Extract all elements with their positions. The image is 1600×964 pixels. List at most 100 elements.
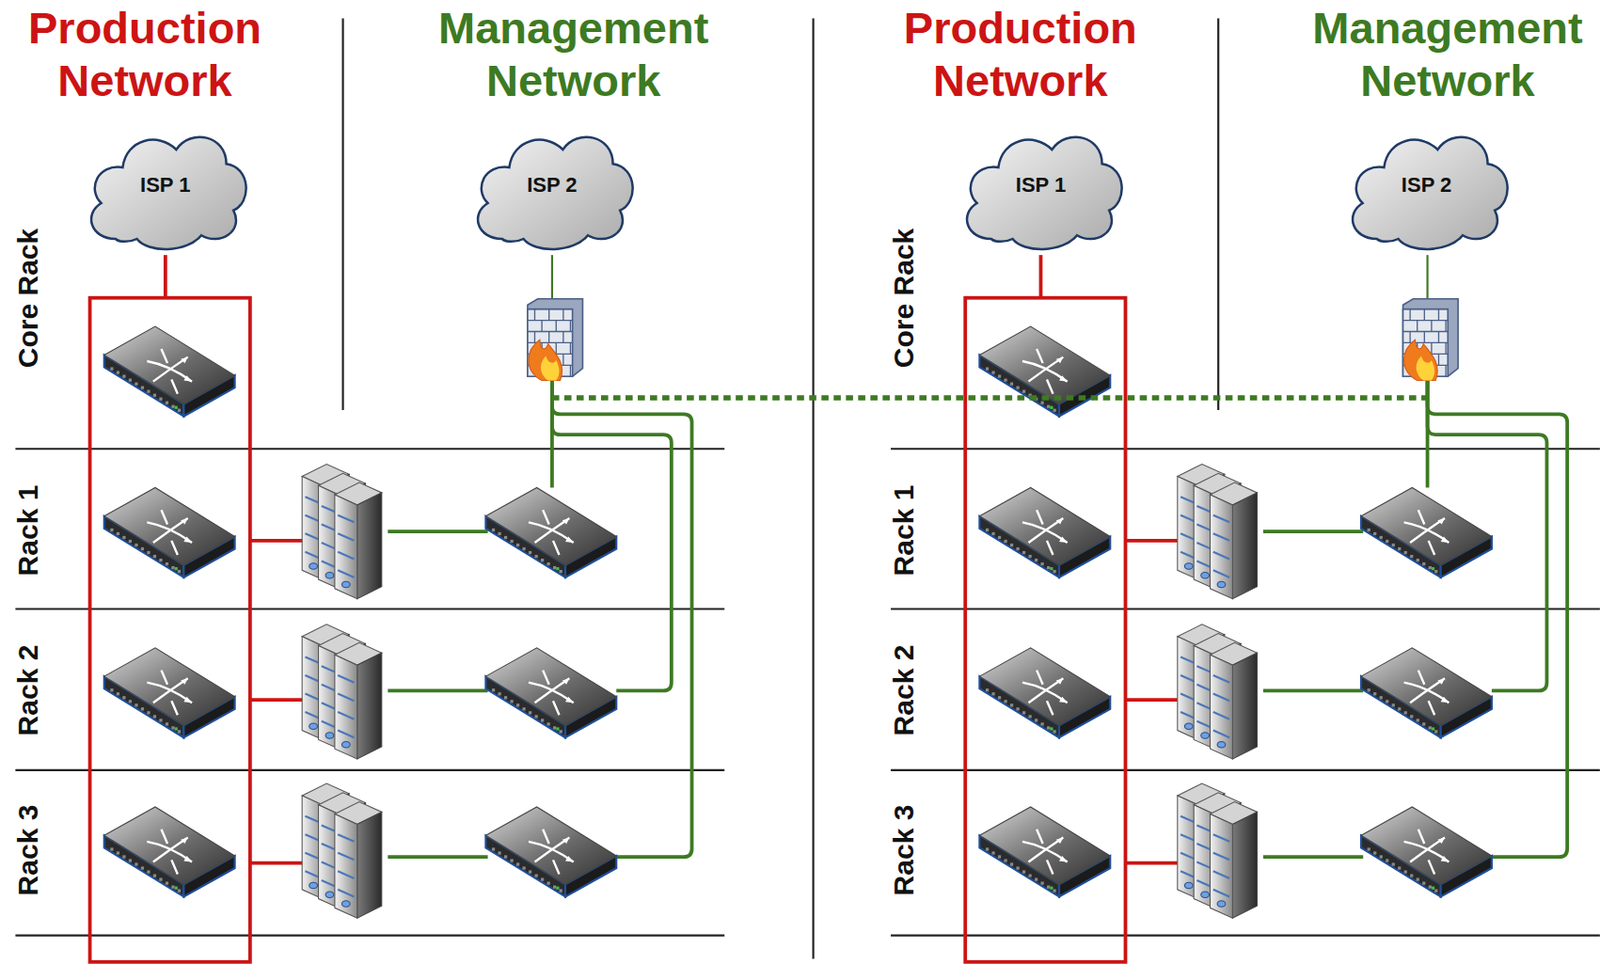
drawing-part: [158, 718, 162, 722]
drawing-part: [485, 648, 617, 726]
drawing-part: [153, 714, 157, 718]
drawing-part: [1428, 726, 1432, 729]
drawing-part: [104, 326, 236, 404]
drawing-part: [1385, 699, 1389, 703]
drawing-part: [146, 670, 192, 716]
drawing-part: [177, 888, 181, 892]
drawing-part: [1434, 888, 1438, 892]
isp-cloud: ISP 2: [462, 113, 642, 257]
drawing-part: [116, 851, 120, 855]
drawing-part: [177, 729, 181, 733]
drawing-part: [553, 566, 556, 570]
rack-label: Rack 2: [12, 645, 45, 737]
drawing-part: [1056, 678, 1068, 703]
drawing-part: [991, 851, 995, 855]
switch-icon: [104, 807, 236, 897]
drawing-part: [1022, 711, 1026, 714]
firewall-icon: [527, 299, 584, 381]
drawing-part: [357, 652, 382, 760]
drawing-part: [110, 847, 113, 851]
drawing-part: [1210, 814, 1234, 919]
switch-icon: [979, 326, 1110, 416]
drawing-part: [1385, 539, 1389, 543]
management-wire: [551, 254, 554, 302]
drawing-part: [1040, 881, 1044, 885]
drawing-part: [1404, 670, 1450, 716]
drawing-part: [1424, 309, 1426, 321]
rack-label: Core Rack: [12, 228, 45, 368]
drawing-part: [1361, 648, 1492, 726]
drawing-part: [122, 536, 126, 539]
drawing-part: [309, 563, 318, 571]
production-wire: [250, 861, 307, 866]
drawing-part: [146, 829, 192, 875]
drawing-part: [1015, 547, 1019, 551]
drawing-part: [1416, 718, 1420, 722]
drawing-part: [1430, 342, 1432, 354]
drawing-part: [534, 309, 536, 321]
drawing-part: [540, 356, 560, 381]
drawing-part: [1184, 563, 1193, 571]
drawing-part: [1003, 539, 1007, 543]
drawing-part: [1232, 811, 1257, 919]
network-heading: Production Network: [870, 1, 1172, 108]
drawing-part: [128, 379, 132, 382]
drawing-part: [174, 406, 178, 410]
drawing-part: [1409, 554, 1413, 558]
management-wire: [552, 379, 693, 857]
drawing-part: [128, 858, 132, 862]
drawing-part: [528, 829, 574, 875]
drawing-part: [1444, 342, 1446, 354]
drawing-part: [991, 532, 995, 536]
cloud-outline: [477, 137, 634, 250]
drawing-part: [1438, 309, 1440, 321]
switch-icon: [485, 648, 617, 738]
drawing-part: [562, 678, 574, 703]
drawing-part: [357, 811, 382, 919]
management-wire: [387, 688, 488, 693]
drawing-part: [1431, 567, 1435, 571]
drawing-part: [180, 678, 192, 703]
drawing-part: [1404, 711, 1408, 714]
drawing-part: [357, 492, 382, 600]
drawing-part: [570, 320, 571, 333]
drawing-part: [979, 807, 1110, 885]
drawing-part: [528, 339, 563, 381]
drawing-part: [497, 692, 501, 696]
rack-label: Core Rack: [887, 228, 920, 368]
drawing-part: [309, 723, 318, 730]
drawing-part: [1022, 390, 1026, 394]
drawing-part: [1056, 357, 1068, 382]
drawing-part: [1049, 567, 1053, 571]
drawing-part: [555, 320, 557, 333]
drawing-part: [1416, 877, 1420, 881]
drawing-part: [334, 654, 358, 760]
drawing-part: [522, 547, 525, 551]
drawing-part: [485, 807, 617, 885]
network-half: [15, 18, 725, 963]
drawing-part: [146, 390, 150, 394]
drawing-part: [1430, 320, 1432, 333]
drawing-part: [334, 494, 358, 600]
production-rack-box: [90, 298, 251, 963]
drawing-part: [337, 730, 354, 739]
drawing-part: [991, 692, 995, 696]
drawing-part: [116, 532, 120, 536]
production-wire: [1125, 538, 1183, 543]
drawing-part: [555, 727, 559, 730]
drawing-part: [1217, 742, 1226, 749]
drawing-part: [1056, 518, 1068, 543]
cloud-label: ISP 2: [1401, 173, 1452, 198]
drawing-part: [1404, 509, 1450, 555]
cloud-label: ISP 1: [1015, 173, 1066, 198]
drawing-part: [1416, 320, 1418, 333]
drawing-part: [134, 543, 138, 547]
drawing-part: [562, 353, 564, 365]
management-wire: [1427, 379, 1569, 857]
drawing-part: [1434, 729, 1438, 733]
drawing-part: [337, 515, 354, 523]
drawing-part: [1056, 838, 1068, 863]
drawing-part: [559, 729, 563, 733]
drawing-part: [1052, 729, 1056, 733]
